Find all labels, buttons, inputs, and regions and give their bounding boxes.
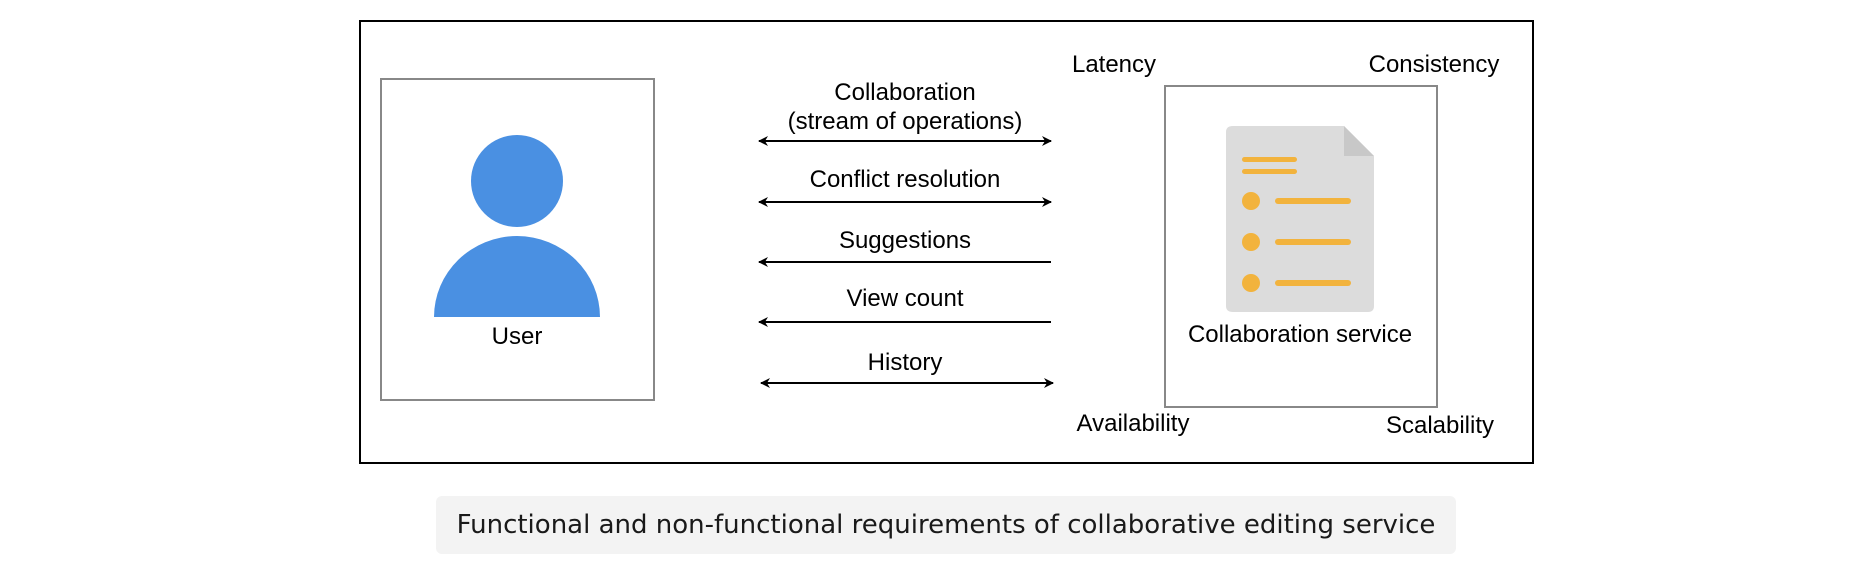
interaction-label-collaboration: Collaboration: [834, 79, 975, 106]
interaction-label-suggestions: Suggestions: [839, 227, 971, 254]
user-icon-body: [434, 236, 600, 317]
interaction-labels: Collaboration (stream of operations) Con…: [788, 79, 1023, 376]
document-icon-bullet-2: [1242, 233, 1260, 251]
non-functional-labels: Latency Consistency Availability Scalabi…: [1072, 51, 1499, 439]
user-icon: [434, 135, 600, 317]
interaction-label-view-count: View count: [847, 285, 964, 312]
document-icon-bullet-1: [1242, 192, 1260, 210]
document-icon-line-3: [1275, 280, 1351, 286]
user-label: User: [492, 323, 543, 350]
document-icon-fold: [1344, 126, 1374, 156]
caption-box: Functional and non-functional requiremen…: [436, 496, 1456, 554]
document-icon-line-1: [1275, 198, 1351, 204]
caption-text: Functional and non-functional requiremen…: [456, 510, 1436, 540]
interaction-arrows: [758, 136, 1054, 388]
document-icon-header-line-2: [1242, 169, 1297, 174]
nfr-scalability: Scalability: [1386, 412, 1494, 439]
nfr-consistency: Consistency: [1369, 51, 1500, 78]
document-icon-line-2: [1275, 239, 1351, 245]
nfr-availability: Availability: [1077, 410, 1190, 437]
interaction-label-history: History: [868, 349, 943, 376]
user-icon-head: [471, 135, 563, 227]
user-box: [380, 78, 655, 401]
outer-frame: [359, 20, 1534, 464]
document-icon: [1226, 126, 1374, 312]
interaction-label-conflict-resolution: Conflict resolution: [810, 166, 1001, 193]
service-label: Collaboration service: [1188, 321, 1412, 348]
interaction-label-collaboration-detail: (stream of operations): [788, 108, 1023, 135]
document-icon-bullet-3: [1242, 274, 1260, 292]
nfr-latency: Latency: [1072, 51, 1156, 78]
document-icon-header-line-1: [1242, 157, 1297, 162]
